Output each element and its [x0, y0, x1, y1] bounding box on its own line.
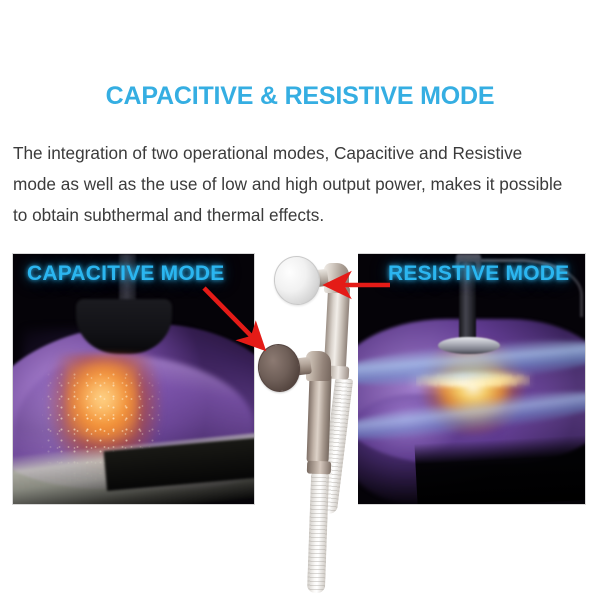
capacitive-mode-label: CAPACITIVE MODE	[27, 262, 225, 285]
electrode-bottom-cable	[306, 472, 330, 594]
resistive-probe-cable	[479, 259, 584, 317]
resistive-mode-image: RESISTIVE MODE	[355, 253, 586, 505]
paragraph-line-3: to obtain subthermal and thermal effects…	[13, 205, 325, 225]
electrode-handpieces	[254, 250, 358, 594]
figure-row: CAPACITIVE MODE RESISTIVE MODE	[0, 250, 600, 594]
capacitive-device-head	[75, 299, 173, 354]
electrode-bottom-disc	[254, 341, 304, 395]
paragraph-line-1: The integration of two operational modes…	[13, 143, 523, 163]
electrode-bottom-collar	[306, 460, 332, 475]
page-title: CAPACITIVE & RESISTIVE MODE	[105, 82, 495, 110]
resistive-mode-label: RESISTIVE MODE	[388, 262, 570, 285]
paragraph-line-2: mode as well as the use of low and high …	[13, 174, 563, 194]
electrode-top-disc	[270, 252, 324, 309]
resistive-probe-rod	[459, 261, 477, 344]
resistive-bottom-shadow	[413, 434, 585, 504]
electrode-bottom-shaft	[306, 374, 332, 464]
description-paragraph: The integration of two operational modes…	[13, 138, 587, 231]
resistive-probe-disc	[438, 336, 501, 354]
capacitive-electrode-handpiece	[254, 318, 340, 594]
capacitive-mode-image: CAPACITIVE MODE	[12, 253, 255, 505]
